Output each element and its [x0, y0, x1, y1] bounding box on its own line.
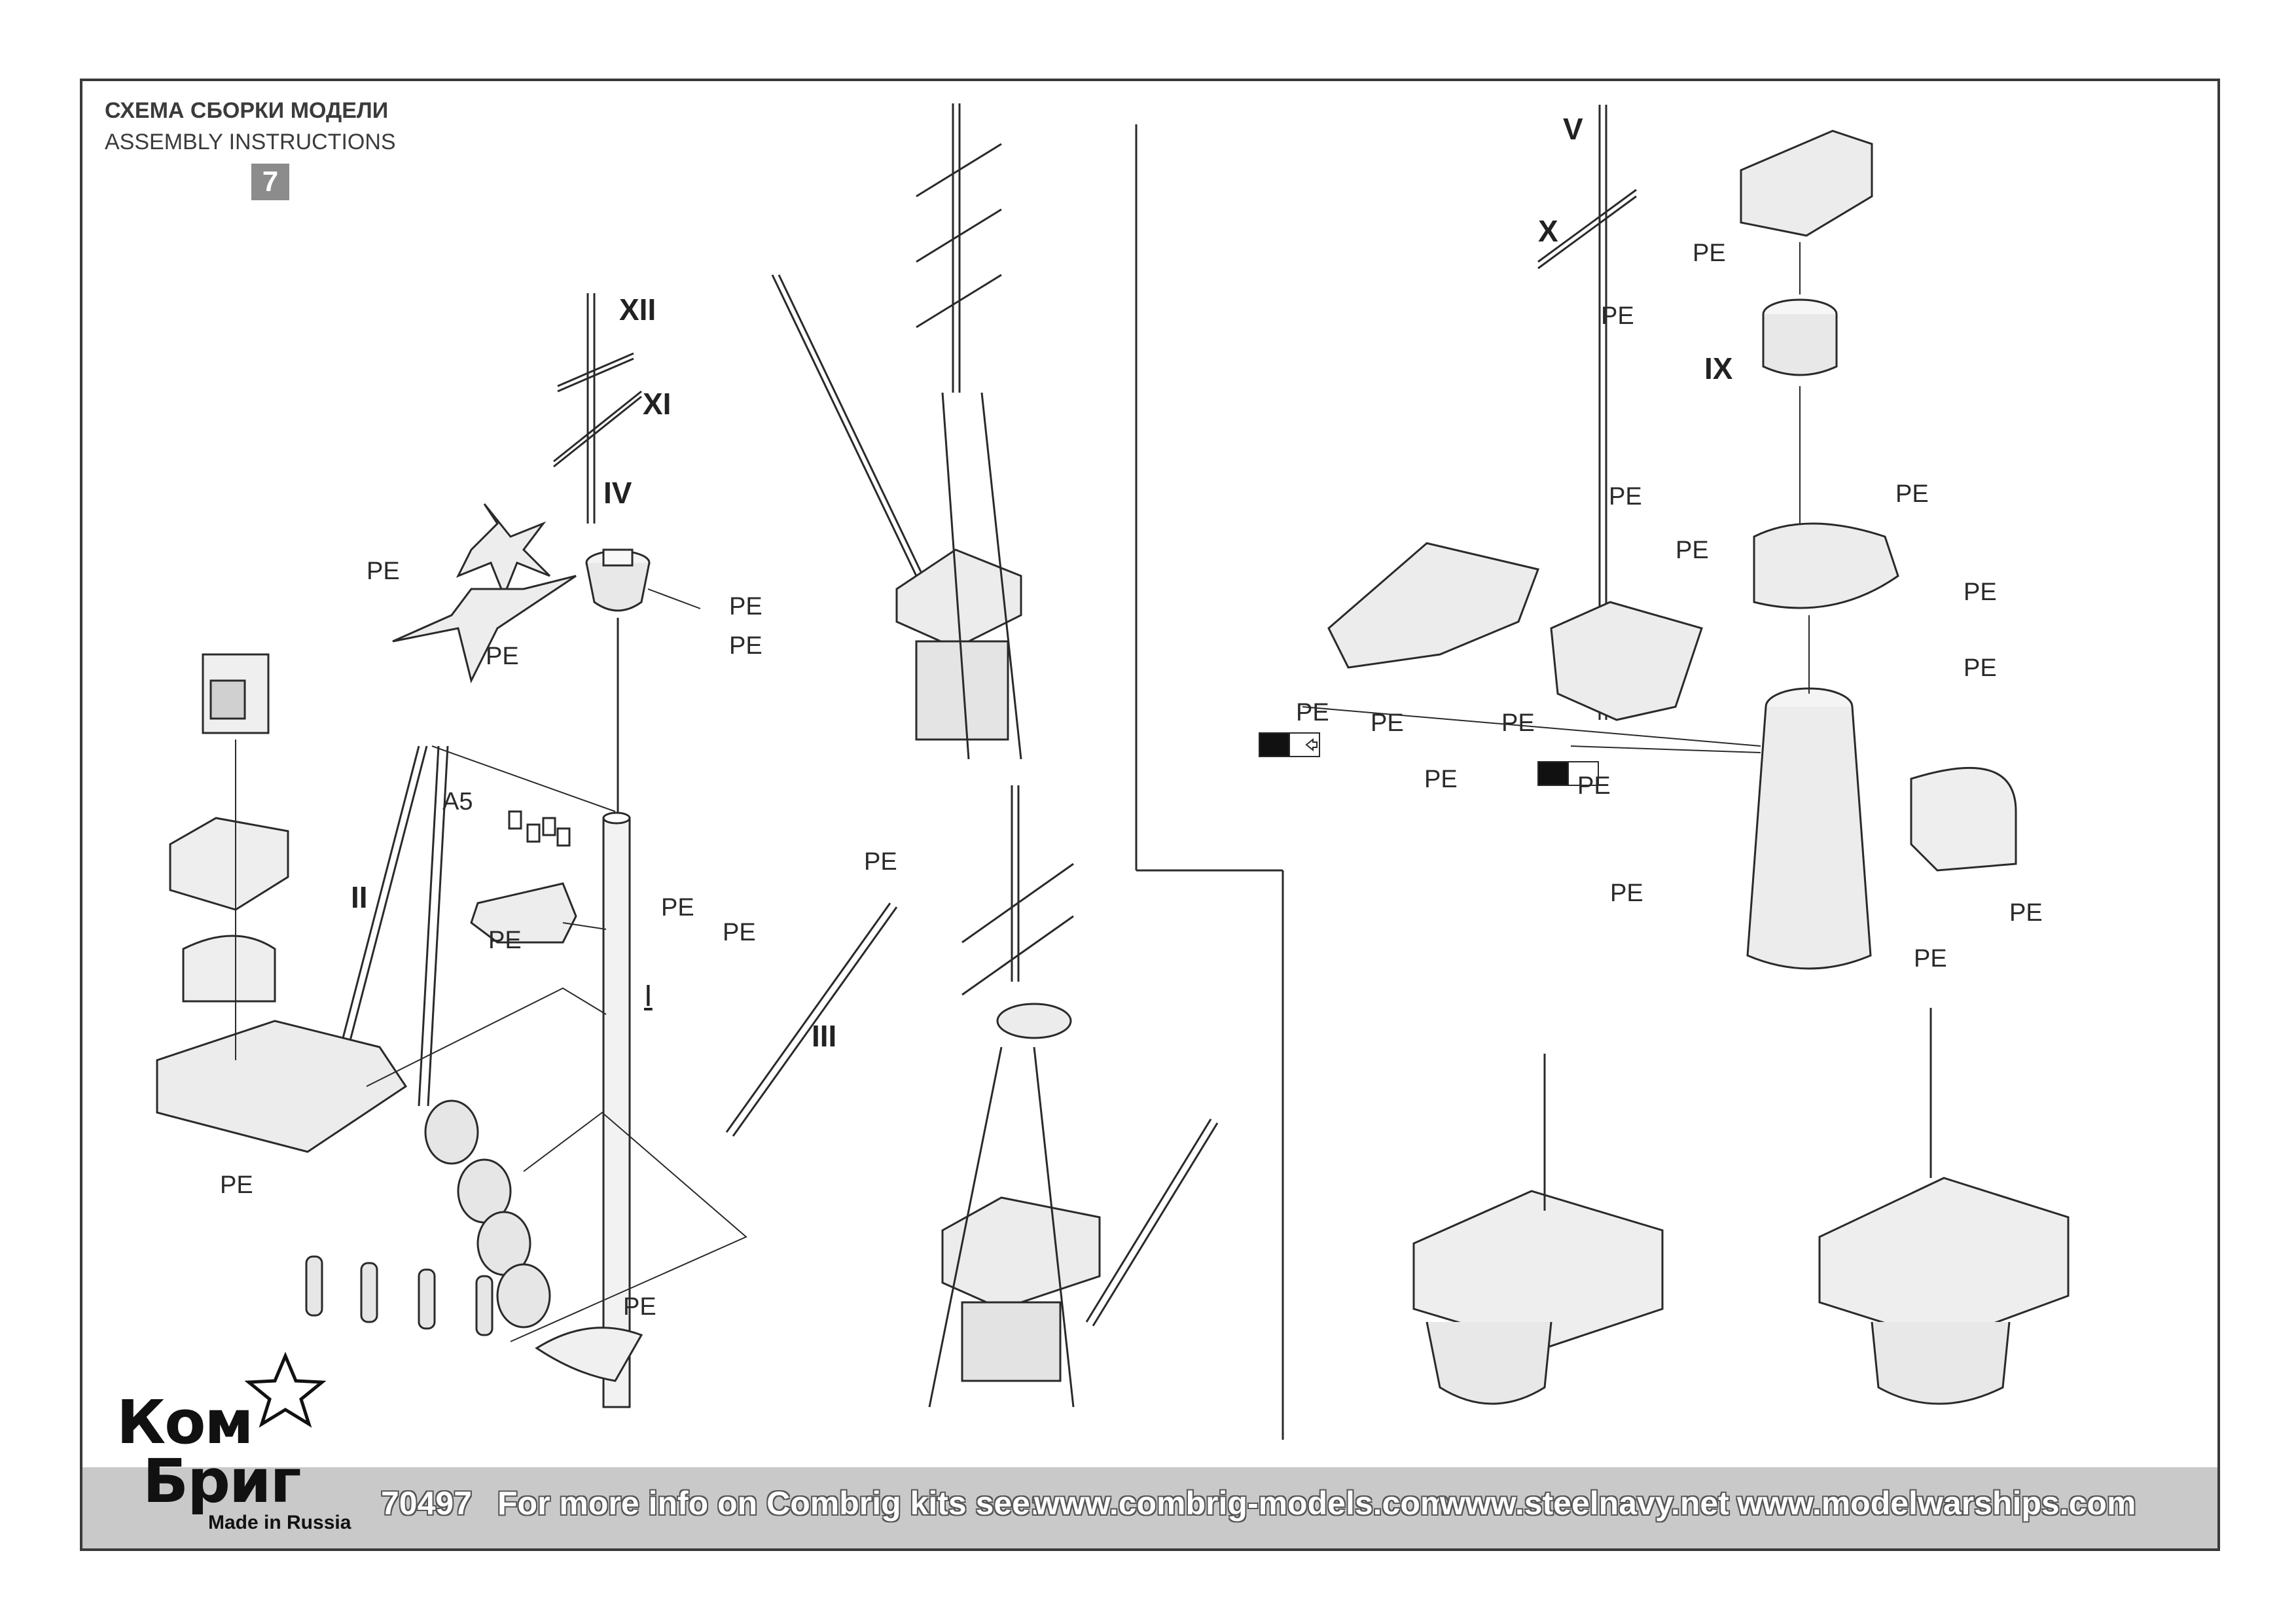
- label-IX: IX: [1704, 351, 1733, 385]
- label-pe-7: PE: [723, 919, 756, 946]
- label-pe-15: PE: [1895, 480, 1929, 508]
- label-IV: IV: [603, 476, 632, 510]
- label-a5: A5: [442, 788, 473, 815]
- mast-assembly: [156, 293, 898, 1408]
- star-pe-part: [392, 503, 577, 684]
- label-pe-22: PE: [1577, 772, 1611, 800]
- label-pe-12: PE: [1601, 302, 1634, 330]
- label-pe-6: PE: [661, 894, 694, 921]
- label-pe-2: PE: [486, 643, 519, 670]
- label-pe-13: PE: [1609, 483, 1642, 510]
- label-pe-25: PE: [1914, 945, 1947, 972]
- brand-logo-line1: Ком: [117, 1387, 254, 1457]
- label-pe-8: PE: [864, 848, 897, 876]
- label-V: V: [1563, 112, 1583, 146]
- page-frame: [80, 79, 2220, 1551]
- label-pe-5: PE: [488, 927, 522, 954]
- label-pe-9: PE: [220, 1171, 253, 1199]
- label-pe-23: PE: [1610, 880, 1643, 907]
- title-russian: СХЕМА СБОРКИ МОДЕЛИ: [105, 98, 389, 123]
- label-III: III: [812, 1019, 837, 1053]
- label-XI: XI: [643, 387, 672, 421]
- label-pe-3: PE: [729, 593, 762, 620]
- label-pe-18: PE: [1296, 699, 1329, 726]
- kit-number: 70497: [381, 1485, 473, 1522]
- label-pe-4: PE: [729, 632, 762, 660]
- label-pe-24: PE: [2009, 899, 2043, 927]
- label-XII: XII: [619, 293, 656, 327]
- footer-link-steelnavy[interactable]: www.steelnavy.net: [1440, 1485, 1729, 1522]
- liferings: [305, 1099, 551, 1336]
- footer-info-text: For more info on Combrig kits see:: [497, 1485, 1041, 1522]
- mast-assembled-top: [771, 103, 1022, 760]
- mast-assembled-bottom: [928, 785, 1219, 1408]
- star-sickle-icon: [244, 1351, 327, 1428]
- label-pe-11: PE: [1693, 240, 1726, 267]
- title-english: ASSEMBLY INSTRUCTIONS: [105, 130, 396, 154]
- label-pe-14: PE: [1676, 537, 1709, 564]
- finished-views: [1412, 1008, 2070, 1405]
- made-in-russia: Made in Russia: [208, 1512, 351, 1533]
- label-pe-16: PE: [1964, 579, 1997, 606]
- footer-link-modelwarships[interactable]: www.modelwarships.com: [1737, 1485, 2136, 1522]
- footer-band: [82, 1467, 2217, 1548]
- label-pe-21: PE: [1424, 766, 1458, 793]
- label-pe-10: PE: [623, 1293, 656, 1321]
- arrow-left-box-icon: [1259, 732, 1599, 786]
- step-badge: 7: [251, 164, 289, 200]
- brand-logo-line2: Бриг: [143, 1446, 302, 1516]
- label-I: I: [644, 978, 653, 1012]
- funnel-assembly: [1302, 105, 2017, 970]
- footer-link-combrig[interactable]: www.combrig-models.com: [1034, 1485, 1450, 1522]
- label-X: X: [1538, 214, 1558, 248]
- label-II: II: [351, 880, 368, 914]
- label-pe-20: PE: [1501, 709, 1535, 737]
- label-pe-19: PE: [1371, 709, 1404, 737]
- label-pe-1: PE: [367, 558, 400, 585]
- label-pe-17: PE: [1964, 654, 1997, 682]
